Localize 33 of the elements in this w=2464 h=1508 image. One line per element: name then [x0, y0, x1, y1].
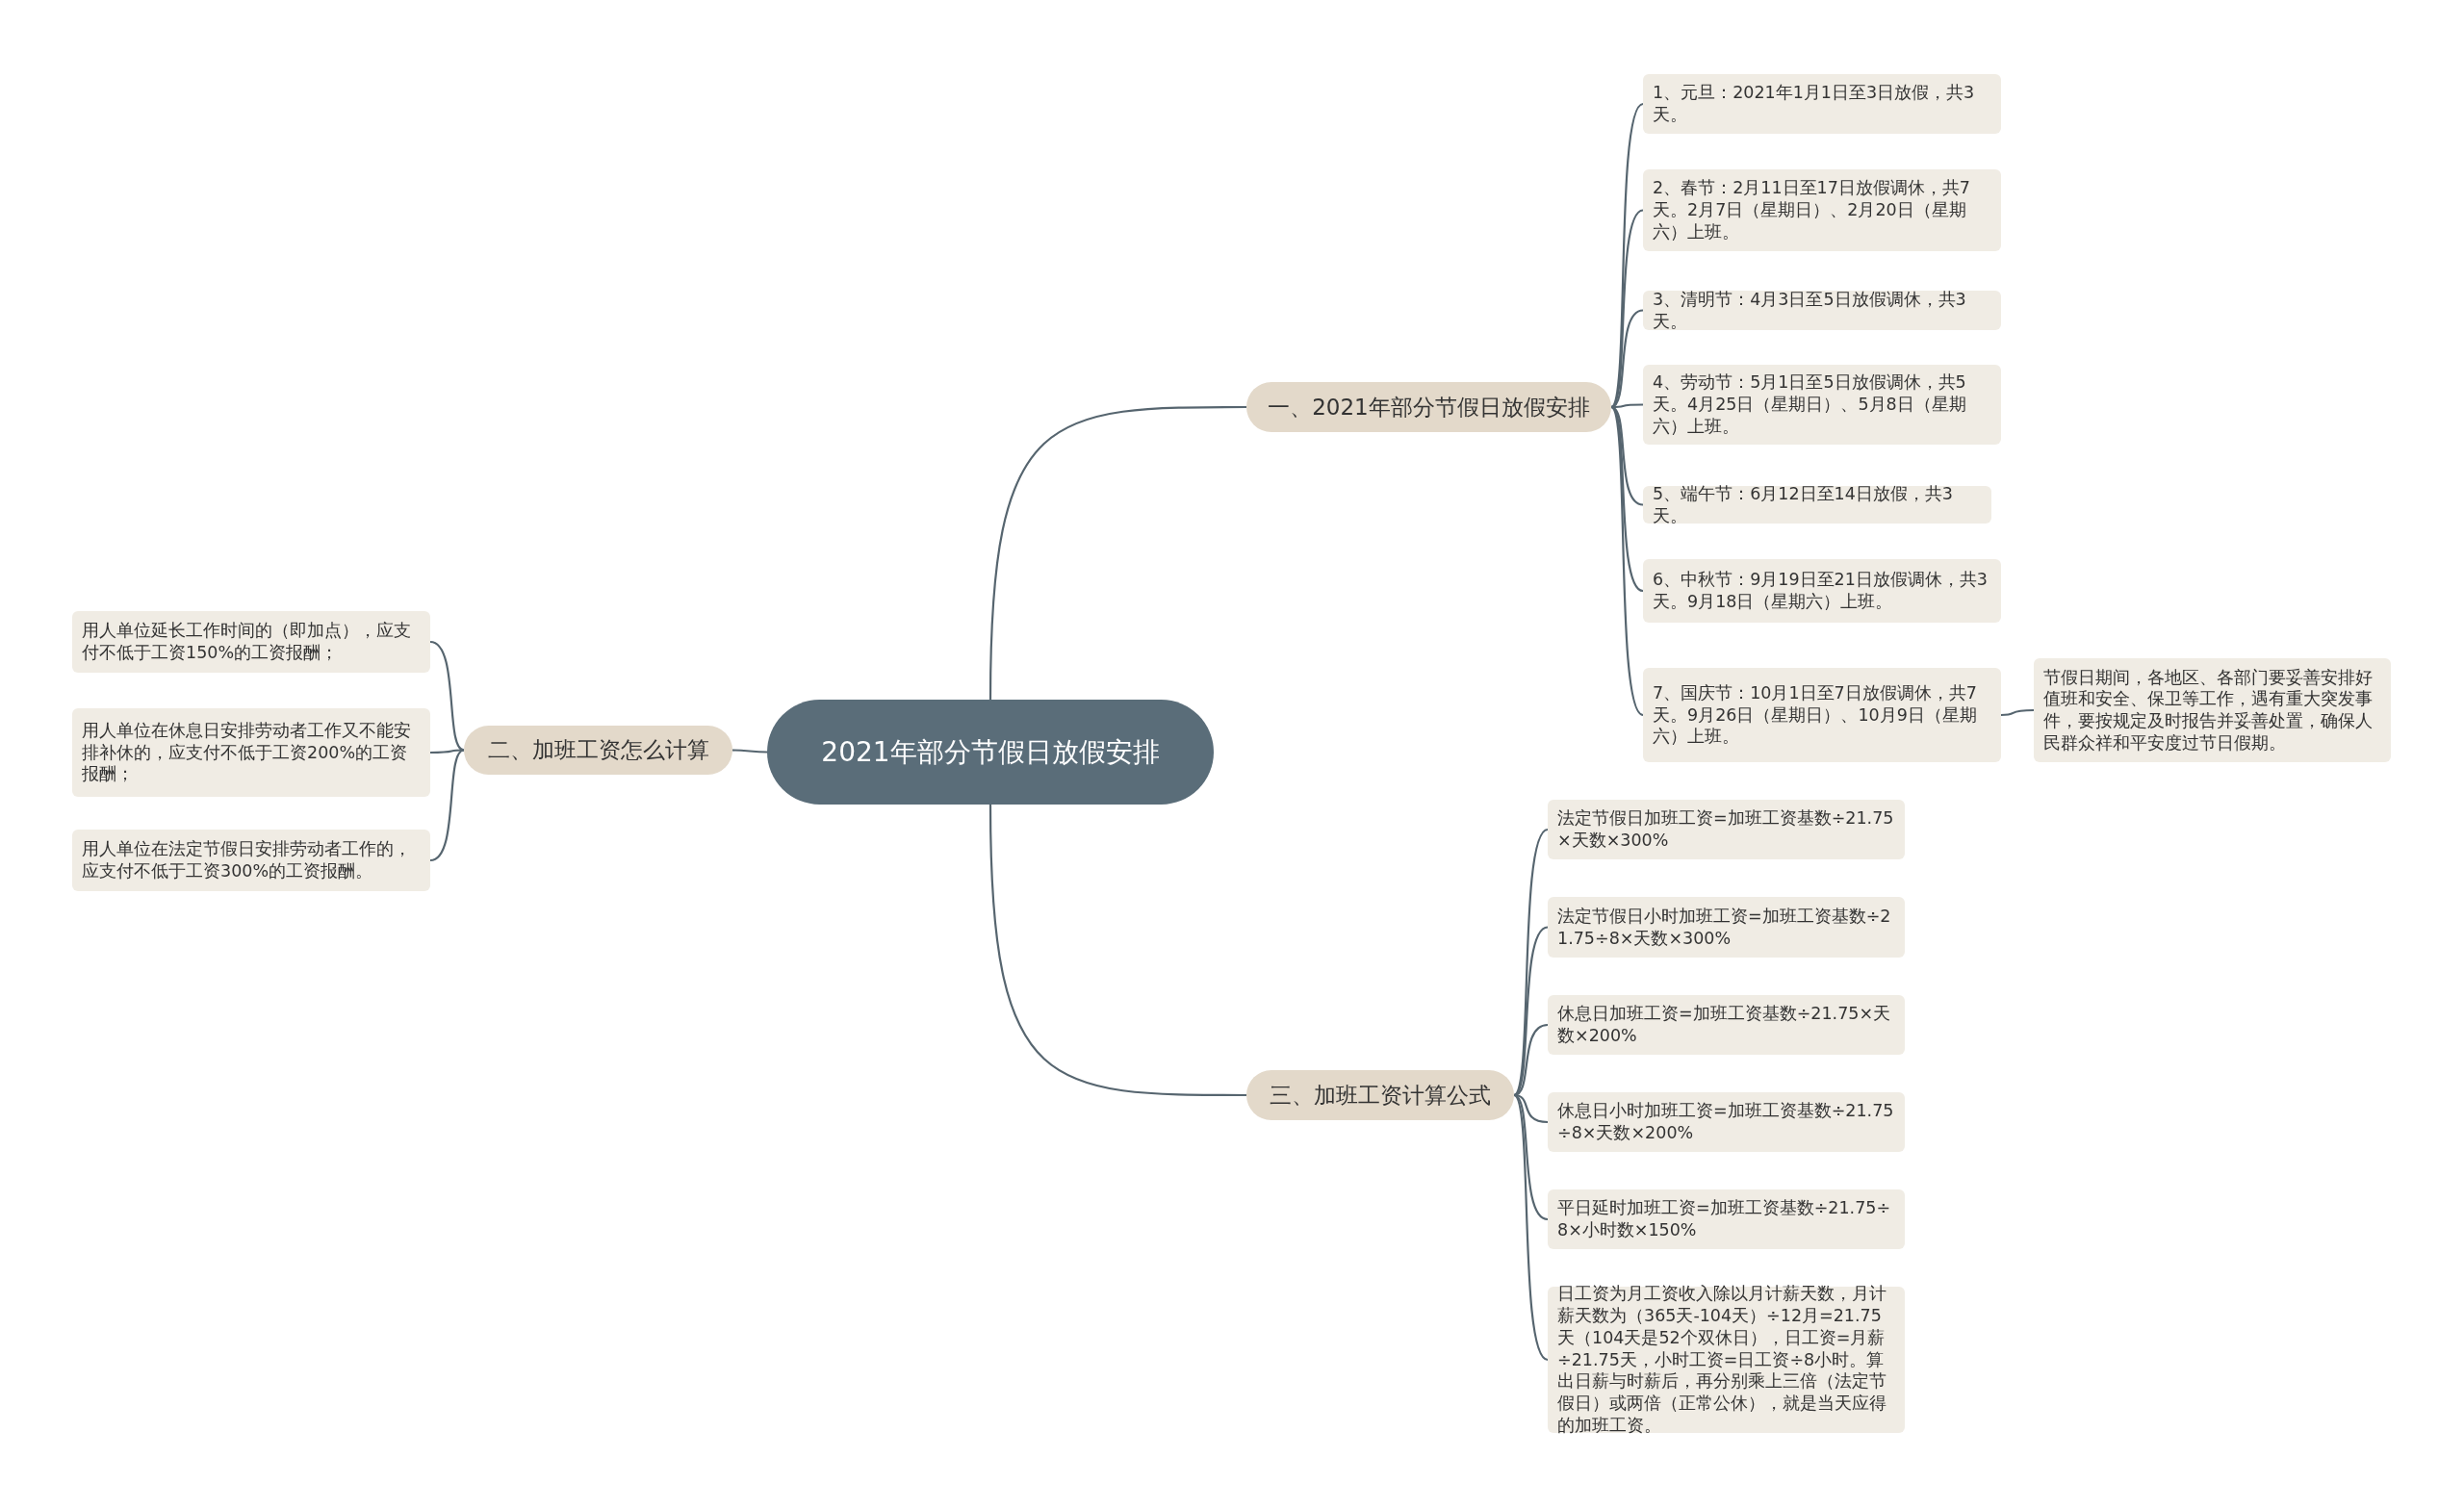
branch-topic: 一、2021年部分节假日放假安排 — [1246, 382, 1611, 432]
leaf-card: 5、端午节：6月12日至14日放假，共3天。 — [1643, 486, 1991, 524]
leaf-card: 平日延时加班工资=加班工资基数÷21.75÷8×小时数×150% — [1548, 1189, 1905, 1249]
leaf-card: 用人单位在休息日安排劳动者工作又不能安排补休的，应支付不低于工资200%的工资报酬； — [72, 708, 430, 797]
connector-line — [1610, 406, 1644, 716]
connector-line — [2000, 708, 2034, 717]
branch-topic: 二、加班工资怎么计算 — [464, 726, 732, 775]
leaf-card: 1、元旦：2021年1月1日至3日放假，共3天。 — [1643, 74, 2001, 134]
connector-line — [732, 749, 767, 754]
connector-line — [988, 804, 1246, 1097]
connector-line — [429, 749, 465, 862]
leaf-card: 2、春节：2月11日至17日放假调休，共7天。2月7日（星期日）、2月20日（星期六）上班。 — [1643, 169, 2001, 251]
connector-line — [988, 405, 1246, 701]
leaf-card: 3、清明节：4月3日至5日放假调休，共3天。 — [1643, 291, 2001, 330]
leaf-card: 法定节假日加班工资=加班工资基数÷21.75×天数×300% — [1548, 800, 1905, 859]
connector-line — [1513, 926, 1549, 1096]
leaf-card: 7、国庆节：10月1日至7日放假调休，共7天。9月26日（星期日）、10月9日（星期六）上班。 — [1643, 668, 2001, 762]
central-topic: 2021年部分节假日放假安排 — [767, 700, 1214, 805]
connector-line — [430, 749, 464, 754]
leaf-card: 日工资为月工资收入除以月计薪天数，月计薪天数为（365天-104天）÷12月=21.75天（104天是52个双休日），日工资=月薪÷21.75天，小时工资=日工资÷8小时。算出日薪与时薪后，再分别乘上三倍（法定节假日）或两倍（正常公休），就是当天应得的加班工资。 — [1548, 1287, 1905, 1433]
leaf-card: 4、劳动节：5月1日至5日放假调休，共5天。4月25日（星期日）、5月8日（星期六）上班。 — [1643, 365, 2001, 445]
leaf-card: 6、中秋节：9月19日至21日放假调休，共3天。9月18日（星期六）上班。 — [1643, 559, 2001, 623]
leaf-card: 休息日加班工资=加班工资基数÷21.75×天数×200% — [1548, 995, 1905, 1055]
connector-line — [1610, 209, 1644, 408]
connector-line — [1611, 403, 1643, 409]
note-card: 节假日期间，各地区、各部门要妥善安排好值班和安全、保卫等工作，遇有重大突发事件，要按规定及时报告并妥善处置，确保人民群众祥和平安度过节日假期。 — [2034, 658, 2391, 762]
leaf-card: 用人单位延长工作时间的（即加点），应支付不低于工资150%的工资报酬； — [72, 611, 430, 673]
connector-line — [429, 640, 465, 752]
leaf-card: 用人单位在法定节假日安排劳动者工作的，应支付不低于工资300%的工资报酬。 — [72, 830, 430, 891]
leaf-card: 法定节假日小时加班工资=加班工资基数÷21.75÷8×天数×300% — [1548, 897, 1905, 958]
branch-topic: 三、加班工资计算公式 — [1246, 1070, 1514, 1120]
leaf-card: 休息日小时加班工资=加班工资基数÷21.75÷8×天数×200% — [1548, 1092, 1905, 1152]
connector-line — [1513, 1094, 1549, 1361]
